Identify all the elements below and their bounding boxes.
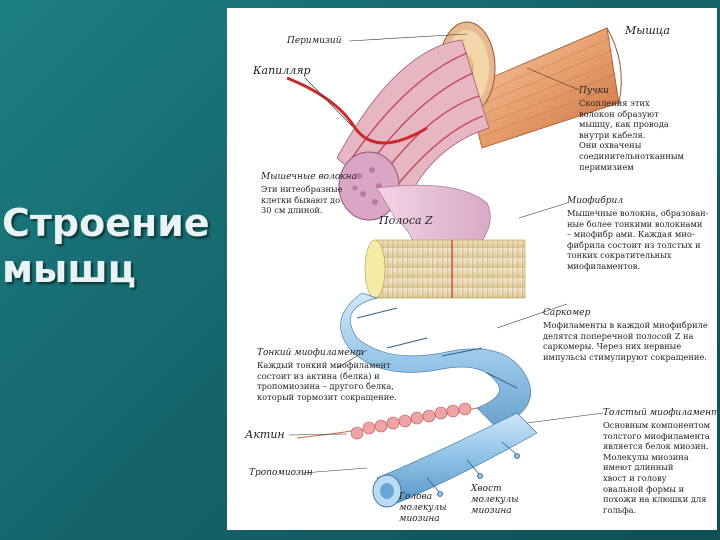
label-thin-filament: Тонкий миофиламент <box>257 348 364 358</box>
label-capillary: Капилляр <box>253 64 311 77</box>
label-muscle: Мышца <box>625 24 670 37</box>
label-z-band: Полоса Z <box>379 214 433 227</box>
note-sarcomere: Мофиламенты в каждой миофибриле делятся … <box>543 320 708 362</box>
note-thick-filament: Основным компонентом толстого миофиламен… <box>603 420 710 515</box>
label-tropomyosin: Тропомиозин <box>249 468 313 478</box>
label-thick-filament: Толстый миофиламент <box>603 408 717 418</box>
note-myofibril: Мышечные волокна, образован- ные более т… <box>567 208 708 272</box>
note-muscle-fiber: Эти нитеобразные клетки бывают до 30 см … <box>261 184 342 216</box>
actin-filament <box>297 403 477 439</box>
slide-title-line-2: мышц <box>2 246 227 292</box>
label-myofibril: Миофибрил <box>567 196 623 206</box>
myofibril-cylinder <box>365 240 525 298</box>
label-sarcomere: Саркомер <box>543 308 590 318</box>
label-bundle: Пучки <box>579 86 609 96</box>
slide-title-line-1: Строение <box>2 200 227 246</box>
label-actin: Актин <box>245 428 285 441</box>
note-thin-filament: Каждый тонкий миофиламент состоит из акт… <box>257 360 397 402</box>
note-bundle: Скопления этих волокон образуют мышцу, к… <box>579 98 684 172</box>
muscle-structure-diagram: Мышца Перимизий Капилляр Пучки Скопления… <box>227 8 717 530</box>
slide-title: Строение мышц <box>2 200 227 292</box>
label-myosin-tail: Хвост молекулы миозина <box>471 484 519 517</box>
label-myosin-head: Голова молекулы миозина <box>399 492 447 525</box>
label-muscle-fiber: Мышечные волокна <box>261 172 357 182</box>
label-perimysium: Перимизий <box>287 36 342 46</box>
